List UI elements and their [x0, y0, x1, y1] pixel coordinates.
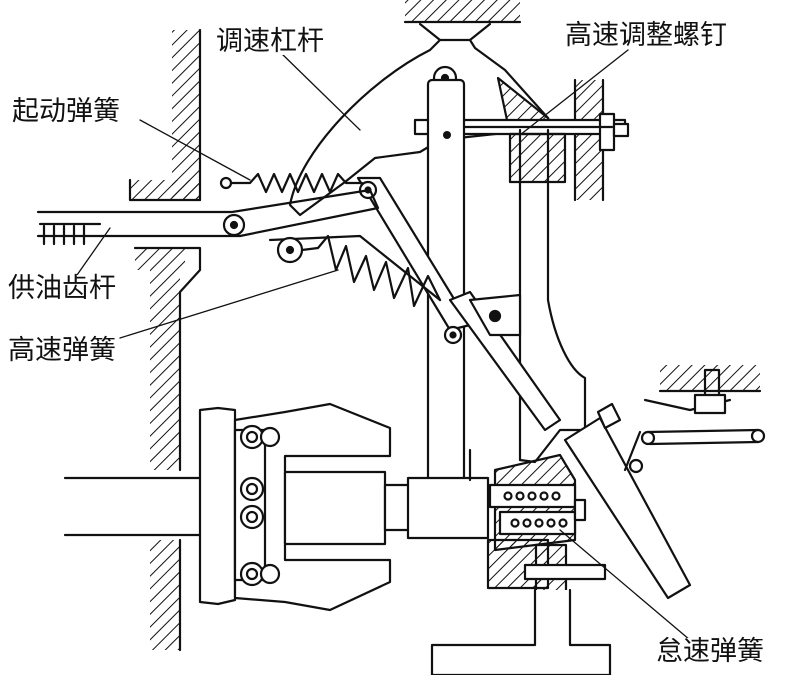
control-lever	[565, 365, 760, 598]
pivot-bracket	[470, 295, 520, 335]
label-governor-lever: 调速杠杆	[214, 26, 326, 57]
flyweight-rollers	[241, 426, 279, 585]
housing-wall-lower	[150, 540, 180, 650]
label-high-speed-spring: 高速弹簧	[6, 335, 118, 366]
flyweight-carrier	[65, 404, 390, 610]
sleeve-shaft	[385, 450, 488, 538]
label-fuel-rack: 供油齿杆	[6, 273, 118, 304]
leader-lines	[70, 50, 690, 640]
bottom-pedestal	[432, 590, 610, 675]
high-speed-spring	[302, 236, 440, 306]
high-speed-lever-arm	[270, 236, 440, 300]
angled-link	[358, 178, 560, 430]
idle-spring-assembly	[488, 455, 605, 605]
top-mount	[405, 0, 520, 22]
starting-spring	[221, 174, 362, 192]
label-idle-spring: 怠速弹簧	[654, 636, 766, 667]
actuator-rod	[625, 430, 764, 472]
label-starting-spring: 起动弹簧	[10, 96, 122, 127]
housing-wall-middle	[135, 248, 200, 470]
fuel-rack	[38, 190, 378, 244]
housing-wall-upper	[130, 30, 200, 200]
label-high-speed-adjust-screw: 高速调整螺钉	[563, 20, 729, 51]
